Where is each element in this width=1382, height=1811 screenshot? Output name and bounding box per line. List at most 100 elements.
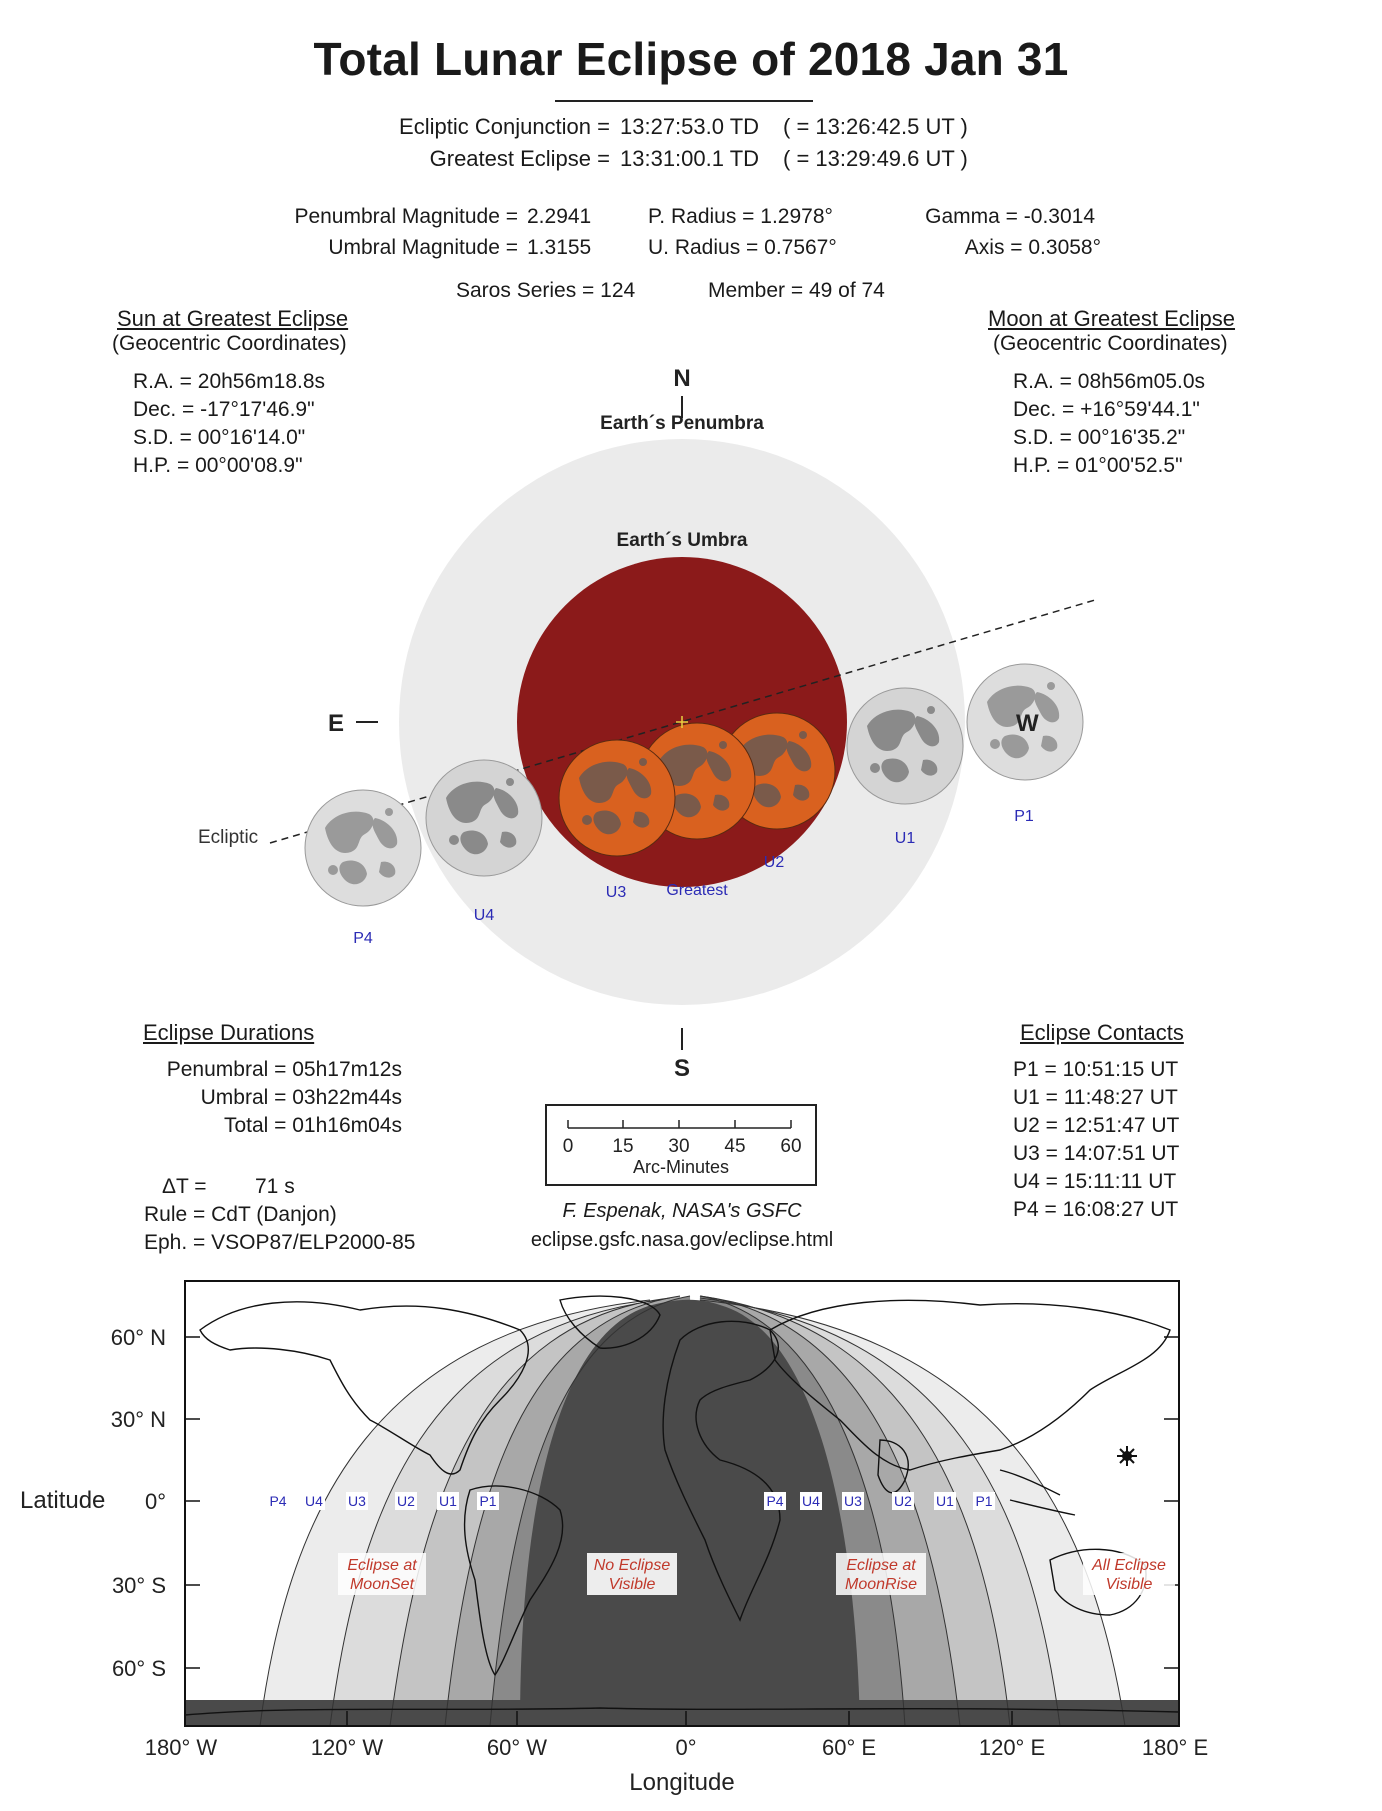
sun-subheading: (Geocentric Coordinates) [112,332,347,355]
sun-heading: Sun at Greatest Eclipse [117,306,349,331]
map-west-p1: P1 [479,1493,496,1509]
greatest-td: 13:31:00.1 TD [620,146,760,171]
delta-t-label: ΔT = [162,1175,207,1198]
greatest-ut: ( = 13:29:49.6 UT ) [783,146,968,171]
duration-penumbral: Penumbral = 05h17m12s [166,1058,402,1081]
y-axis-title: Latitude [20,1487,105,1514]
map-east-u3: U3 [844,1493,862,1509]
conjunction-td: 13:27:53.0 TD [620,114,760,139]
umbral-magnitude-label: Umbral Magnitude = [328,236,518,259]
map-west-u3: U3 [348,1493,366,1509]
conjunction-ut: ( = 13:26:42.5 UT ) [783,114,968,139]
lon-0: 0° [675,1735,696,1760]
contact-u3: U3 = 14:07:51 UT [1013,1142,1180,1165]
penumbral-magnitude-label: Penumbral Magnitude = [294,205,518,228]
zone-moonrise-line1: Eclipse at [846,1557,916,1574]
lon-180e: 180° E [1142,1735,1208,1760]
zone-no-eclipse [520,1299,860,1726]
x-axis-title: Longitude [629,1769,734,1796]
u-radius: U. Radius = 0.7567° [648,236,837,259]
lon-180w: 180° W [145,1735,218,1760]
moon-ra: R.A. = 08h56m05.0s [1013,370,1206,393]
credit-author: F. Espenak, NASA's GSFC [562,1200,802,1222]
scale-tick-0: 0 [563,1136,574,1157]
umbra-label: Earth´s Umbra [617,530,748,551]
map-east-p4: P4 [766,1493,783,1509]
moon-p1 [966,663,1084,781]
map-frame [184,1280,1180,1727]
map-west-u1: U1 [439,1493,457,1509]
zone-none-line2: Visible [609,1576,656,1593]
scale-tick-30: 30 [668,1136,689,1157]
label-u2: U2 [764,854,785,871]
contacts-heading: Eclipse Contacts [1020,1020,1184,1045]
moon-heading: Moon at Greatest Eclipse [988,306,1236,331]
west-label: W [1016,710,1039,737]
map-east-p1: P1 [975,1493,992,1509]
lon-120w: 120° W [311,1735,384,1760]
label-u3: U3 [606,884,627,901]
north-label: N [673,365,690,392]
gamma: Gamma = -0.3014 [925,205,1095,228]
scale-tick-45: 45 [724,1136,745,1157]
map-west-p4: P4 [269,1493,286,1509]
moon-dec: Dec. = +16°59'44.1" [1013,398,1200,421]
zone-all-line2: Visible [1106,1576,1153,1593]
moon-u1 [846,687,964,805]
shadow-center-mark [676,716,688,728]
label-greatest: Greatest [666,882,728,899]
contact-p4: P4 = 16:08:27 UT [1013,1198,1179,1221]
sun-sd: S.D. = 00°16'14.0" [133,426,306,449]
zone-moonset-line1: Eclipse at [347,1557,417,1574]
scale-unit-label: Arc-Minutes [633,1157,729,1177]
contact-u2: U2 = 12:51:47 UT [1013,1114,1180,1137]
contact-u1: U1 = 11:48:27 UT [1013,1086,1178,1109]
map-east-u1: U1 [936,1493,954,1509]
page-title: Total Lunar Eclipse of 2018 Jan 31 [313,33,1069,85]
moon-u3 [558,739,676,857]
lat-30s: 30° S [112,1573,166,1598]
zone-moonrise-line2: MoonRise [845,1576,917,1593]
moon-p4 [304,789,422,907]
lon-60e: 60° E [822,1735,876,1760]
credit-url: eclipse.gsfc.nasa.gov/eclipse.html [530,1229,834,1251]
label-u4: U4 [474,907,495,924]
arc-minute-scale: 0 15 30 45 60 Arc-Minutes [545,1104,817,1186]
south-polar-night [185,1700,1179,1726]
sun-dec: Dec. = -17°17'46.9" [133,398,315,421]
lat-60s: 60° S [112,1656,166,1681]
ephemeris: Eph. = VSOP87/ELP2000-85 [144,1231,416,1254]
map-east-u4: U4 [802,1493,820,1509]
contact-p1: P1 = 10:51:15 UT [1013,1058,1179,1081]
axis: Axis = 0.3058° [964,236,1101,259]
zone-all-line1: All Eclipse [1091,1557,1166,1574]
label-u1: U1 [895,830,916,847]
ecliptic-label: Ecliptic [198,827,258,848]
contact-u4: U4 = 15:11:11 UT [1013,1170,1177,1193]
sun-hp: H.P. = 00°00'08.9" [133,454,303,477]
lat-0: 0° [145,1489,166,1514]
lat-30n: 30° N [111,1407,166,1432]
penumbral-magnitude-value: 2.2941 [527,205,592,228]
map-west-u4: U4 [305,1493,323,1509]
zone-none-line1: No Eclipse [594,1557,671,1574]
greatest-label: Greatest Eclipse = [429,146,610,171]
penumbra-label: Earth´s Penumbra [600,413,764,434]
lat-60n: 60° N [111,1325,166,1350]
p-radius: P. Radius = 1.2978° [648,205,833,228]
scale-tick-15: 15 [612,1136,633,1157]
conjunction-label: Ecliptic Conjunction = [399,114,610,139]
scale-tick-60: 60 [780,1136,801,1157]
duration-umbral: Umbral = 03h22m44s [200,1086,402,1109]
map-east-u2: U2 [894,1493,912,1509]
east-label: E [328,710,344,737]
sublunar-point-icon [1117,1446,1137,1466]
zone-moonset-line2: MoonSet [350,1576,415,1593]
delta-t-value: 71 s [255,1175,295,1198]
label-p1: P1 [1014,808,1034,825]
title-underline [555,100,813,102]
lon-60w: 60° W [487,1735,547,1760]
sun-ra: R.A. = 20h56m18.8s [133,370,326,393]
